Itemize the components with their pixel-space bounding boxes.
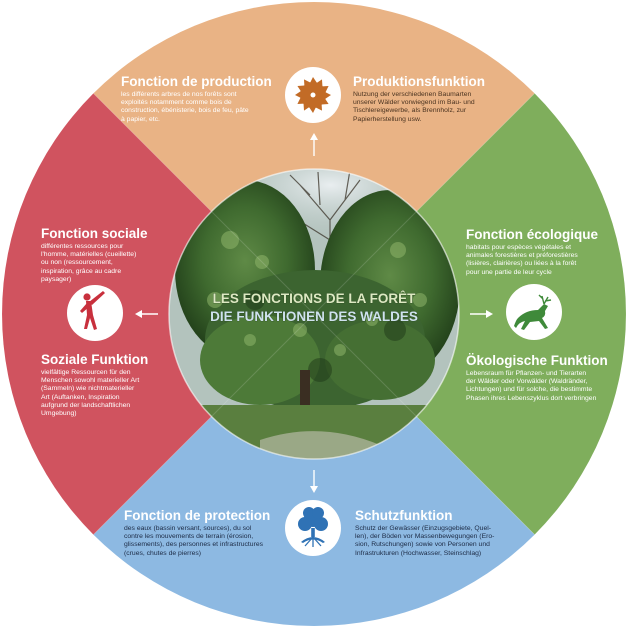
quadrant-production <box>93 2 535 314</box>
saw-blade-icon <box>285 67 341 123</box>
production-text-de: Nutzung der verschiedenen Baumarten unse… <box>353 91 475 123</box>
arrow-down <box>310 470 318 493</box>
production-title-fr: Fonction de production <box>121 74 272 89</box>
center-title-fr: LES FONCTIONS DE LA FORÊT <box>213 291 417 306</box>
sociale-title-fr: Fonction sociale <box>41 226 148 241</box>
arrow-up <box>310 133 318 156</box>
sociale-text-de: vielfältige Ressourcen für den Menschen … <box>41 369 140 418</box>
ecologique-title-de: Ökologische Funktion <box>466 353 608 368</box>
protection-text-fr: des eaux (bassin versant, sources), du s… <box>124 525 264 557</box>
sociale-text-fr: différentes ressources pour l'homme, mat… <box>41 243 137 283</box>
ecologique-title-fr: Fonction écologique <box>466 227 598 242</box>
ecologique-text-fr: habitats pour espèces végétales et anima… <box>466 244 578 276</box>
tree-roots-icon <box>285 500 341 556</box>
sociale-title-de: Soziale Funktion <box>41 352 149 367</box>
protection-title-fr: Fonction de protection <box>124 508 271 523</box>
arrow-right <box>470 310 493 318</box>
quadrant-sociale <box>2 93 314 535</box>
quadrant-protection <box>93 314 535 626</box>
center-title-de: DIE FUNKTIONEN DES WALDES <box>210 309 418 324</box>
protection-text-de: Schutz der Gewässer (Einzugsgebiete, Que… <box>355 525 495 557</box>
deer-icon <box>506 284 562 340</box>
ecologique-text-de: Lebensraum für Pflanzen- und Tierarten d… <box>466 370 597 402</box>
quadrant-ecologique <box>314 93 626 535</box>
production-text-fr: les différents arbres de nos forêts sont… <box>121 91 249 123</box>
protection-title-de: Schutzfunktion <box>355 508 453 523</box>
production-title-de: Produktionsfunktion <box>353 74 485 89</box>
stretching-person-icon <box>67 285 123 341</box>
arrow-left <box>135 310 158 318</box>
